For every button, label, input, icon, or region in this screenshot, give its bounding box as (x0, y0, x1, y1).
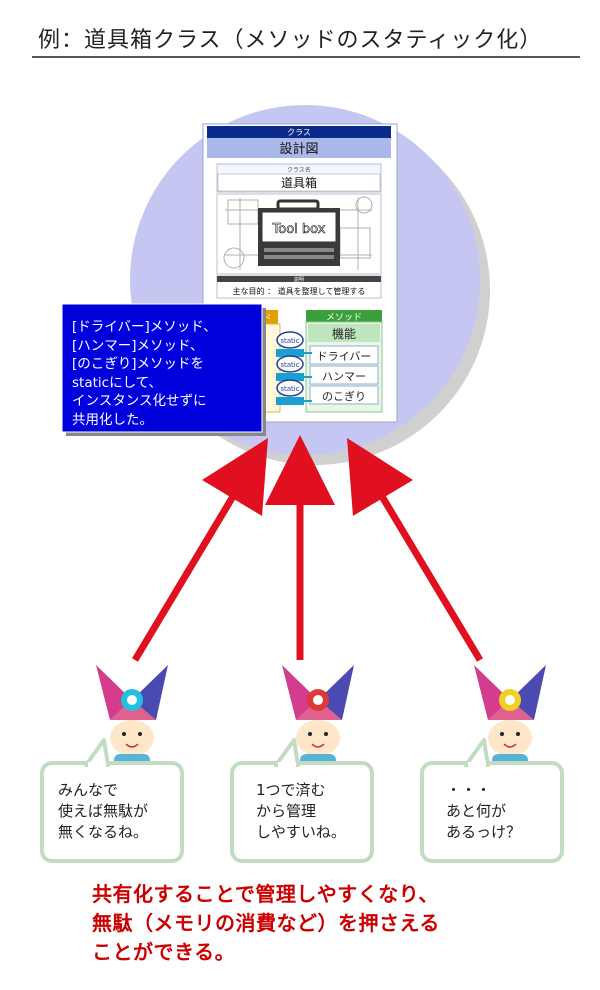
conclusion-line: ことができる。 (92, 940, 236, 964)
conclusion-text: 共有化することで管理しやすくなり、 無駄（メモリの消費など）を押さえる ことがで… (92, 880, 440, 967)
desc-label: 説明 (294, 276, 304, 283)
speech-bubble-left (40, 738, 184, 863)
page-title: 例：道具箱クラス（メソッドのスタティック化） (38, 28, 543, 53)
title-underline (32, 56, 580, 58)
blueprint-card: クラス 設計図 クラス名 道具箱 Tool box (202, 123, 398, 423)
bubble-line: 1つで済む (256, 781, 326, 799)
bubble-text-left: みんなで 使えば無駄が 無くなるね。 (58, 780, 178, 862)
character-right (474, 665, 546, 768)
arrow-right (347, 437, 484, 662)
card-header-label: クラス (287, 128, 311, 137)
static-badge: static (276, 379, 312, 405)
svg-text:static: static (280, 337, 299, 345)
static-badge: static (276, 331, 312, 357)
callout-box (61, 303, 263, 433)
bubble-line: 無くなるね。 (58, 823, 149, 841)
bubble-line: しやすいね。 (256, 823, 346, 841)
callout-line: [ハンマー]メソッド、 (72, 337, 204, 354)
method-item: ドライバー (317, 350, 372, 363)
method-item: のこぎり (322, 389, 366, 403)
bubble-text-right: ・・・ あと何が あるっけ？ (446, 780, 566, 862)
card-header-bar (207, 126, 391, 138)
svg-text:static: static (280, 385, 299, 393)
method-header-left: ド (262, 314, 271, 324)
bubble-line: から管理 (256, 802, 317, 820)
speech-bubble-center (230, 738, 374, 863)
conclusion-line: 共有化することで管理しやすくなり、 (92, 882, 439, 906)
bubble-line: あと何が (446, 802, 507, 820)
conclusion-line: 無駄（メモリの消費など）を押さえる (92, 911, 440, 935)
class-name-label: クラス名 (287, 166, 311, 174)
card-title-bar (207, 138, 391, 158)
bubble-line: みんなで (58, 781, 119, 799)
toolbox-label: Tool box (272, 222, 326, 237)
svg-text:static: static (280, 361, 299, 369)
method-header: メソッド (326, 313, 362, 323)
desc-text: 主な目的 ： 道具を整理して管理する (233, 286, 366, 296)
bubble-line: 使えば無駄が (58, 802, 149, 820)
toolbox-icon: Tool box (258, 199, 340, 266)
callout-text: [ドライバー]メソッド、 [ハンマー]メソッド、 [のこぎり]メソッドを sta… (72, 318, 262, 429)
callout-line: 共用化した。 (72, 411, 153, 428)
callout-line: [のこぎり]メソッドを (72, 356, 205, 372)
callout-line: インスタンス化せずに (72, 393, 207, 409)
arrow-left (131, 437, 268, 662)
card-title: 設計図 (279, 141, 318, 157)
bubble-text-center: 1つで済む から管理 しやすいね。 (256, 780, 376, 862)
function-label: 機能 (332, 326, 356, 341)
method-item: ハンマー (322, 370, 366, 383)
bubble-line: ・・・ (446, 781, 492, 799)
class-name: 道具箱 (281, 175, 317, 190)
speech-bubble-right (420, 738, 564, 863)
static-badge: static (276, 355, 312, 381)
callout-line: staticにして、 (72, 374, 162, 391)
bubble-line: あるっけ？ (446, 823, 522, 841)
callout-line: [ドライバー]メソッド、 (72, 319, 217, 335)
